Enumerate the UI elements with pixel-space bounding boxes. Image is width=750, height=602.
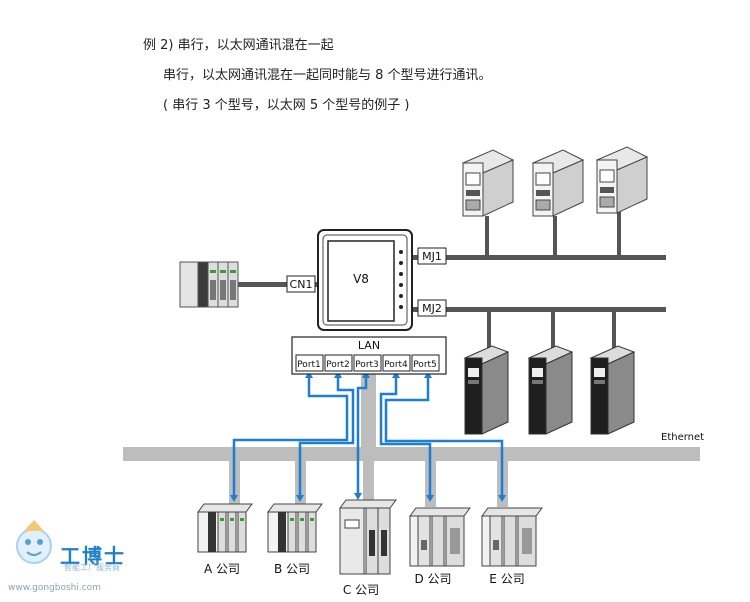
example-title: 例 2) 串行，以太网通讯混在一起 xyxy=(143,38,334,53)
example-note: ( 串行 3 个型号，以太网 5 个型号的例子 ) xyxy=(163,98,410,113)
inverter-2 xyxy=(527,345,574,435)
company-b-plc xyxy=(267,503,323,553)
watermark-slogan: 智能工厂服务商 xyxy=(64,563,120,572)
company-e-plc xyxy=(481,507,543,567)
v8-hmi-device: V8 xyxy=(317,229,413,331)
serial-controller-2 xyxy=(531,149,585,217)
lan-port-2: Port2 xyxy=(326,360,350,370)
mj1-bus xyxy=(410,255,666,260)
company-d-label: D 公司 xyxy=(414,572,451,586)
lan-port-1: Port1 xyxy=(297,360,321,370)
company-a-label: A 公司 xyxy=(204,562,240,576)
watermark-brand: 工博士 xyxy=(60,544,126,568)
company-c-label: C 公司 xyxy=(343,583,379,597)
lan-links xyxy=(232,376,504,497)
mj1-label: MJ1 xyxy=(422,250,442,263)
ethernet-bus xyxy=(123,447,700,461)
inverter-3 xyxy=(589,345,636,435)
company-a-plc xyxy=(197,503,253,553)
company-d-plc xyxy=(409,507,471,567)
lan-port-box: LAN Port1 Port2 Port3 Port4 Port5 xyxy=(291,336,447,375)
mj2-bus xyxy=(410,307,666,312)
serial-plc-device xyxy=(179,261,239,308)
company-c-plc xyxy=(339,499,397,575)
hmi-model-label: V8 xyxy=(353,272,369,286)
mj2-label: MJ2 xyxy=(422,302,442,315)
ethernet-label: Ethernet xyxy=(661,432,704,443)
lan-port-4: Port4 xyxy=(384,360,408,370)
serial-controller-3 xyxy=(595,146,649,214)
cn1-cable xyxy=(238,282,322,287)
watermark-mascot-icon xyxy=(16,520,52,564)
serial-controller-1 xyxy=(461,149,515,217)
lan-port-3: Port3 xyxy=(355,360,379,370)
example-description: 串行，以太网通讯混在一起同时能与 8 个型号进行通讯。 xyxy=(163,68,492,83)
cn1-label: CN1 xyxy=(290,278,313,291)
lan-port-5: Port5 xyxy=(413,360,437,370)
company-b-label: B 公司 xyxy=(274,562,310,576)
lan-label: LAN xyxy=(358,339,380,352)
watermark-url: www.gongboshi.com xyxy=(8,583,101,593)
inverter-1 xyxy=(463,345,510,435)
company-e-label: E 公司 xyxy=(489,572,524,586)
